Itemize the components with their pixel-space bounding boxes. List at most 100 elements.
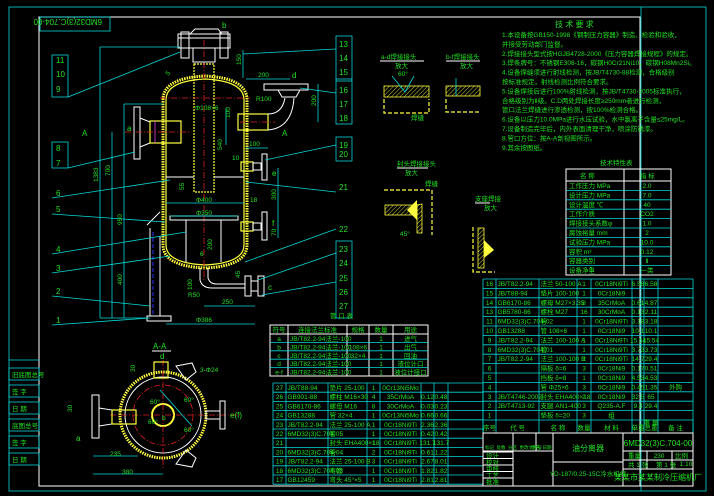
- nozzle-table-cell: 液位计接口: [394, 368, 427, 377]
- nozzle-table-cell: c: [277, 353, 281, 360]
- item-number-14: 14: [339, 54, 348, 63]
- side-strip-cell: [8, 435, 40, 449]
- item-number-labels: 1110987654321131415161718192021222324252…: [51, 35, 353, 325]
- parts-cell: 管 108×6: [541, 326, 568, 335]
- nozzle-table-header: 数量: [375, 325, 389, 334]
- parts-cell: 23: [276, 422, 284, 429]
- parts-cell: 3: [582, 366, 586, 373]
- dimension-d5: 5: [164, 70, 172, 78]
- parts-cell: 6MD32(3)C.704-01: [498, 347, 554, 354]
- leader-lines: [51, 48, 337, 326]
- note-line: 7.设备制造完毕后，内外表面清理干净，喷涂防锈漆。: [502, 124, 657, 133]
- parts-cell: 1: [582, 319, 586, 326]
- parts-cell: 0Cr18Ni9: [598, 375, 626, 382]
- parts-cell: 3: [372, 459, 376, 466]
- title-sheet-total: 共 1 张: [628, 460, 649, 469]
- tech-table-param: 焊接接头系数φ: [569, 219, 612, 228]
- parts-cell: 1: [372, 440, 376, 447]
- dimension-dia400: Φ400: [196, 197, 212, 204]
- dim-30b: 30: [67, 404, 74, 412]
- parts-cell: 6MD32(3)C.704-02: [498, 319, 554, 326]
- nozzle-table-cell: 1: [379, 336, 383, 343]
- parts-cell: 螺母 M27×3.35: [541, 298, 585, 307]
- item-number-6: 6: [56, 189, 61, 198]
- item-number-17: 17: [339, 100, 348, 109]
- parts-cell: 1: [582, 337, 586, 344]
- notes-title: 技 术 要 求: [555, 19, 594, 29]
- tech-table-param: 设计压力 MPa: [569, 190, 611, 199]
- parts-cell: 封头 EHA400×18: [330, 438, 380, 447]
- dimension-d6: 6: [200, 251, 204, 258]
- revision-header: 处数: [497, 444, 506, 451]
- rotated-drawing-number: 6MD32(3)C.704-00: [33, 16, 111, 32]
- parts-cell: 4: [372, 394, 376, 401]
- parts-cell: 20: [276, 449, 284, 456]
- parts-header-cell: 总重: [645, 423, 659, 432]
- dimension-d250: 250: [222, 299, 233, 306]
- tech-table-param: 容积 m³: [569, 247, 592, 256]
- side-strip-cell: [8, 418, 40, 432]
- parts-cell: 26: [276, 394, 284, 401]
- title-sheet-number: 第 1 张: [656, 460, 677, 469]
- parts-cell: 4.53: [632, 375, 645, 382]
- revision-header: 日期: [543, 445, 552, 451]
- parts-cell: 1: [582, 328, 586, 335]
- side-strip-label: 日 期: [12, 456, 27, 464]
- item-box-right: [335, 35, 353, 82]
- weld-detail-1-scale: 放大: [395, 61, 409, 70]
- parts-cell: 弯管: [330, 466, 344, 475]
- item-number-2: 2: [56, 287, 61, 296]
- nozzle-table-cell: 出气: [404, 342, 418, 351]
- parts-cell: 25: [276, 403, 284, 410]
- dimension-d950: 950: [117, 214, 124, 225]
- signature-row-label: 校对: [486, 458, 500, 467]
- parts-cell: 管: [330, 447, 337, 456]
- note-line: 8.管口方位：按A-A剖视图所示。: [502, 133, 596, 142]
- parts-cell: 1: [488, 413, 492, 420]
- tech-table-param: 工作介质: [569, 209, 596, 218]
- parts-cell: 2.67: [421, 459, 434, 466]
- dimension-d10: 10: [232, 155, 240, 162]
- parts-header-cell: 数量: [578, 423, 592, 432]
- parts-cell: JB/T4746-2002: [498, 394, 543, 401]
- parts-cell: JB/T88-94: [498, 290, 528, 297]
- parts-cell: 10: [486, 328, 494, 335]
- parts-header-cell: 代 号: [510, 423, 525, 432]
- parts-cell: 5: [488, 375, 492, 382]
- item-box-7-8: [51, 141, 69, 169]
- parts-cell: 6: [488, 366, 492, 373]
- parts-cell: 1: [582, 375, 586, 382]
- parts-cell: 0Cr18Ni9Ti: [384, 477, 417, 484]
- parts-cell: 2.81: [421, 477, 434, 484]
- dimension-pipe: Φ108×6: [195, 105, 219, 112]
- parts-cell: 15.54: [643, 337, 660, 344]
- nozzle-label-b: b: [222, 21, 227, 30]
- parts-cell: GB5780-86: [498, 309, 532, 316]
- nozzle-table-header: 连接法兰标准: [298, 325, 338, 334]
- parts-cell: 35CrMoA: [387, 394, 415, 401]
- parts-cell: 16: [486, 281, 494, 288]
- parts-cell: 22: [276, 431, 284, 438]
- tech-table-value: 10.0: [641, 239, 654, 246]
- parts-cell: 0.66: [435, 413, 448, 420]
- tech-table-title: 技术特性表: [600, 158, 633, 167]
- nozzle-table-cell: d: [277, 361, 281, 368]
- parts-cell: 支腿 AN1-400: [541, 401, 582, 410]
- note-line: 4.设备焊缝须进行射线检测，按JB/T4730-88检测，合格级别: [502, 68, 675, 77]
- title-project: YD-187/0.25-15C冷水机组: [550, 469, 627, 478]
- parts-cell: 14: [486, 300, 494, 307]
- parts-cell: 3.73: [645, 347, 658, 354]
- technical-requirements: 技 术 要 求1.本设备按GB150-1998《钢制压力容器》制造、检验和验收，…: [502, 19, 696, 152]
- nozzle-table-cell: e-f: [275, 370, 283, 377]
- revision-header: 标记: [485, 444, 494, 451]
- parts-cell: GB13288: [498, 328, 526, 335]
- item-number-26: 26: [339, 288, 348, 297]
- weld-detail-4-title: 支座焊接: [475, 194, 502, 203]
- parts-cell: GB13288: [288, 413, 316, 420]
- section-label-a: a: [76, 434, 81, 443]
- weld-detail-3-angle: 45°: [400, 230, 410, 238]
- parts-cell: JB/T82.2-94: [498, 337, 534, 344]
